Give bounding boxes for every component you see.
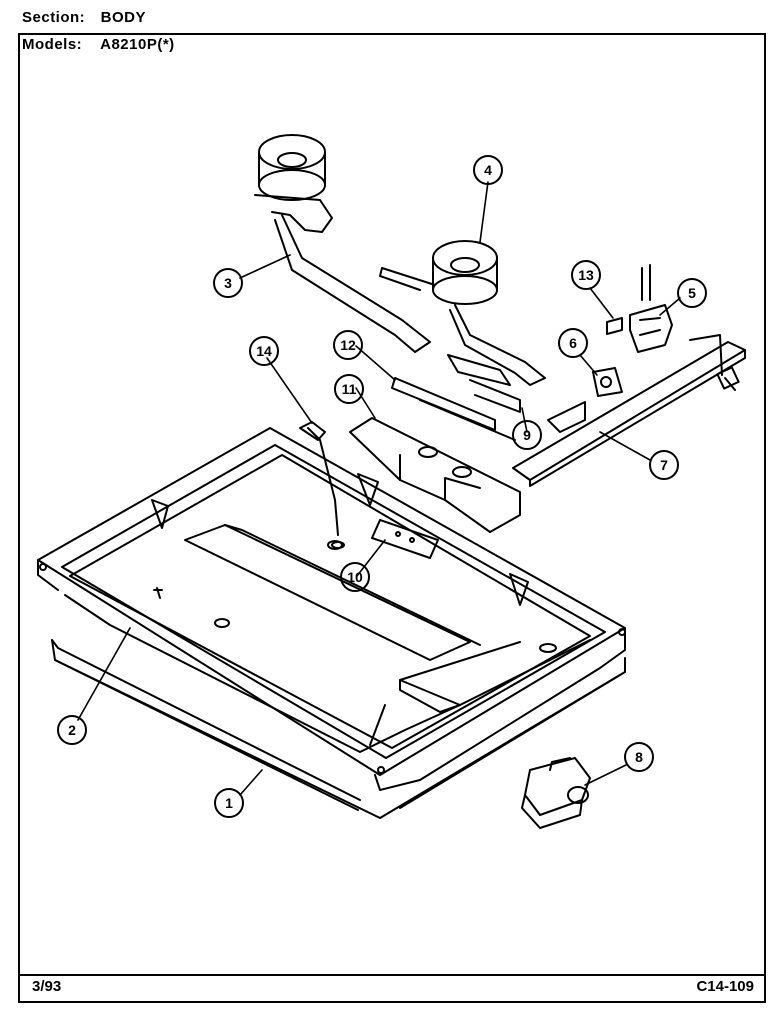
footer-date: 3/93 [32, 978, 62, 995]
callout-7: 7 [649, 450, 679, 480]
callout-number: 2 [68, 722, 76, 738]
callout-5: 5 [677, 278, 707, 308]
callout-11: 11 [334, 374, 364, 404]
callout-number: 11 [342, 381, 357, 397]
callout-3: 3 [213, 268, 243, 298]
callout-1: 1 [214, 788, 244, 818]
callout-number: 7 [660, 457, 668, 473]
front-burner [379, 240, 546, 386]
callout-10: 10 [340, 562, 370, 592]
footer-code: C14-109 [696, 978, 754, 995]
gas-manifold [512, 334, 746, 487]
spark-module [371, 519, 439, 559]
callout-4: 4 [473, 155, 503, 185]
burner-valve [629, 264, 673, 353]
callout-number: 5 [688, 285, 696, 301]
callout-number: 8 [635, 749, 643, 765]
orifice-fitting [592, 367, 623, 397]
callout-number: 13 [578, 267, 594, 283]
callout-number: 3 [224, 275, 232, 291]
section-header: Section: BODY [22, 9, 146, 26]
callout-number: 10 [347, 569, 363, 585]
section-value: BODY [100, 9, 147, 26]
pressure-regulator [521, 757, 591, 829]
callout-12: 12 [333, 330, 363, 360]
models-label: Models: [22, 36, 83, 53]
hood-screw [606, 317, 623, 335]
callout-number: 12 [340, 337, 356, 353]
models-value: A8210P(*) [100, 36, 175, 53]
cooktop-body-pan [37, 427, 626, 819]
callout-9: 9 [512, 420, 542, 450]
footer-divider [18, 974, 766, 976]
callout-number: 4 [484, 162, 492, 178]
callout-number: 9 [523, 427, 531, 443]
callout-14: 14 [249, 336, 279, 366]
callout-number: 1 [225, 795, 233, 811]
callout-number: 6 [569, 335, 577, 351]
burner-bracket [349, 417, 521, 533]
callout-number: 14 [256, 343, 272, 359]
igniter-wire [299, 421, 345, 549]
diagram-frame [18, 33, 766, 1003]
igniter-rod [391, 354, 521, 441]
callout-13: 13 [571, 260, 601, 290]
callout-8: 8 [624, 742, 654, 772]
callout-6: 6 [558, 328, 588, 358]
callout-2: 2 [57, 715, 87, 745]
rear-burner [254, 134, 431, 353]
section-label: Section: [22, 9, 86, 26]
models-header: Models: A8210P(*) [22, 36, 175, 53]
leader-lines [77, 181, 681, 796]
